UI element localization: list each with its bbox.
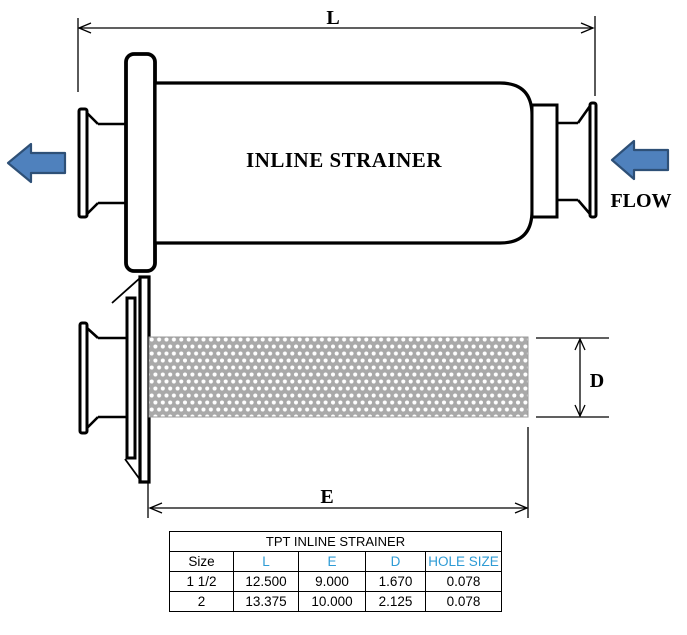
element-ferrule-face	[78, 321, 89, 435]
left-ferrule-face	[77, 107, 89, 219]
flow-label: FLOW	[610, 190, 671, 212]
spec-table: TPT INLINE STRAINER Size L E D HOLE SIZE…	[168, 531, 503, 612]
cell-e: 9.000	[298, 571, 366, 592]
element-flange-chamfer	[111, 277, 142, 482]
col-header-d: D	[365, 551, 426, 572]
dim-d-arrow-down-icon	[574, 404, 586, 418]
left-ferrule-neck	[86, 112, 126, 215]
dim-l-arrow-left-icon	[77, 22, 92, 34]
element-ferrule	[78, 275, 151, 484]
right-cap	[530, 103, 559, 219]
spec-table-title-row: TPT INLINE STRAINER	[168, 531, 503, 552]
cell-size: 1 1/2	[169, 571, 234, 592]
outlet-flow-arrow-icon	[6, 142, 67, 184]
cell-e: 10.000	[298, 591, 366, 612]
cell-hole-size: 0.078	[424, 571, 503, 592]
dim-e-arrow-right-icon	[514, 502, 529, 514]
right-ferrule-neck	[557, 105, 592, 215]
cell-d: 2.125	[365, 591, 426, 612]
spec-table-row-1-5: 1 1/2 12.500 9.000 1.670 0.078	[169, 571, 503, 592]
dim-l-label: L	[326, 7, 339, 29]
dim-d-arrow-up-icon	[574, 337, 586, 351]
cell-l: 12.500	[233, 571, 299, 592]
right-ferrule-face	[588, 101, 598, 219]
dim-d-label: D	[590, 370, 604, 392]
cell-size: 2	[169, 591, 234, 612]
element-mesh-tube	[148, 336, 529, 418]
col-header-hole-size: HOLE SIZE	[424, 551, 503, 572]
clamp-flange	[124, 52, 157, 273]
spec-table-row-2: 2 13.375 10.000 2.125 0.078	[169, 591, 503, 612]
cell-d: 1.670	[365, 571, 426, 592]
spec-table-header-row: Size L E D HOLE SIZE	[169, 551, 503, 572]
element-gasket-plate	[125, 296, 137, 460]
dim-l-arrow-right-icon	[580, 22, 595, 34]
col-header-l: L	[233, 551, 299, 572]
cell-hole-size: 0.078	[424, 591, 503, 612]
inlet-flow-arrow-icon	[610, 139, 670, 181]
cell-l: 13.375	[233, 591, 299, 612]
right-ferrule	[530, 101, 598, 219]
dim-e-arrow-left-icon	[148, 502, 163, 514]
left-ferrule	[77, 107, 126, 219]
dimension-e	[147, 427, 529, 518]
col-header-size: Size	[169, 551, 234, 572]
element-ferrule-neck	[86, 327, 127, 429]
strainer-body-label: INLINE STRAINER	[246, 148, 442, 172]
dim-e-label: E	[320, 486, 333, 508]
spec-table-title: TPT INLINE STRAINER	[168, 531, 503, 552]
dimension-d	[536, 337, 609, 418]
col-header-e: E	[298, 551, 366, 572]
dimension-l	[77, 16, 596, 96]
element-flange-plate	[138, 275, 151, 484]
